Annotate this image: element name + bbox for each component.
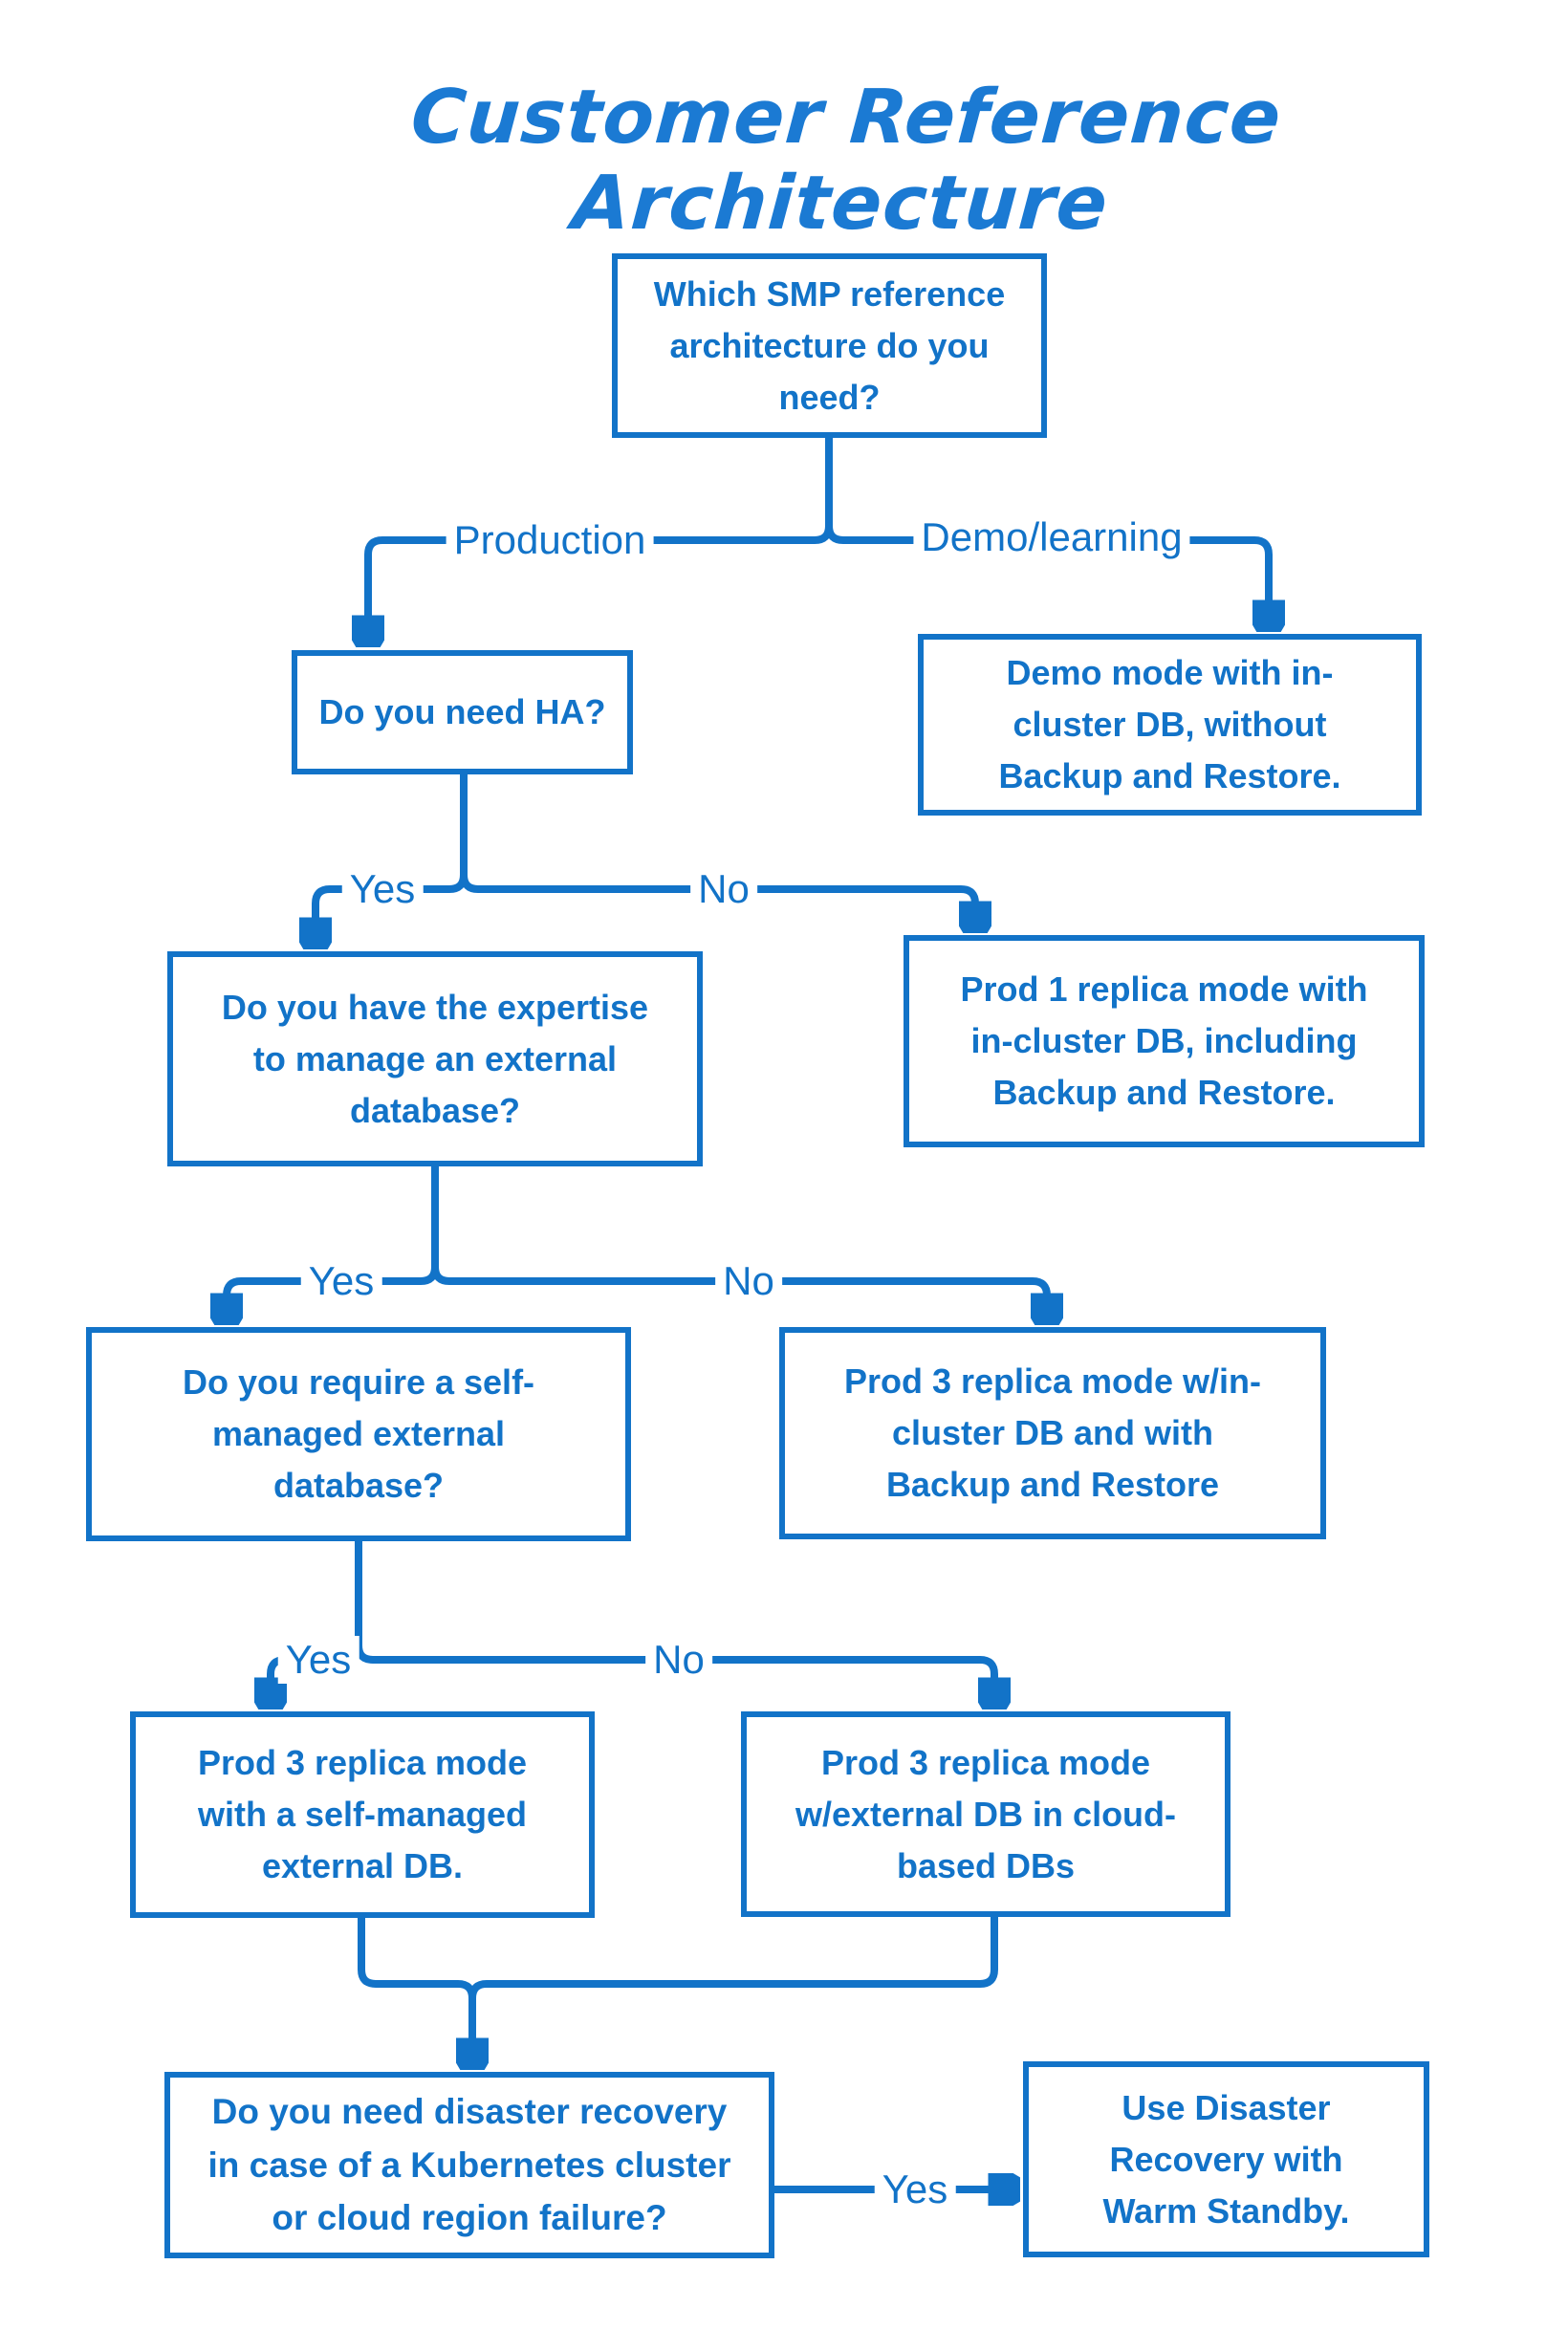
- decision-self-managed-db: Do you require a self- managed external …: [86, 1327, 631, 1541]
- edge-ha-no: [460, 871, 975, 928]
- decision-which-architecture: Which SMP reference architecture do you …: [612, 253, 1047, 438]
- result-prod-1-replica-incluster: Prod 1 replica mode with in-cluster DB, …: [904, 935, 1425, 1147]
- edge-label-dr-yes: Yes: [874, 2166, 956, 2213]
- edge-demo-learning: [825, 522, 1269, 627]
- decision-need-ha: Do you need HA?: [292, 650, 633, 774]
- edge-label-ha-yes: Yes: [341, 865, 424, 913]
- edge-ha-yes: [316, 771, 468, 945]
- edge-label-expertise-yes: Yes: [300, 1257, 382, 1305]
- edge-label-production: Production: [446, 516, 654, 564]
- result-demo-mode: Demo mode with in- cluster DB, without B…: [918, 634, 1422, 816]
- edge-label-demo-learning: Demo/learning: [913, 513, 1190, 561]
- edge-label-selfmanaged-no: No: [645, 1636, 712, 1684]
- decision-external-db-expertise: Do you have the expertise to manage an e…: [167, 951, 703, 1166]
- result-dr-warm-standby: Use Disaster Recovery with Warm Standby.: [1023, 2061, 1429, 2257]
- edge-selfmanaged-no: [355, 1642, 994, 1705]
- edge-expertise-no: [431, 1263, 1047, 1320]
- result-prod-3-replica-incluster: Prod 3 replica mode w/in- cluster DB and…: [779, 1327, 1326, 1539]
- edge-merge-right: [468, 1913, 998, 2002]
- result-prod-3-cloud-db: Prod 3 replica mode w/external DB in clo…: [741, 1711, 1230, 1917]
- edge-label-ha-no: No: [690, 865, 757, 913]
- edge-label-selfmanaged-yes: Yes: [277, 1636, 359, 1684]
- result-prod-3-self-managed: Prod 3 replica mode with a self-managed …: [130, 1711, 595, 1918]
- decision-disaster-recovery: Do you need disaster recovery in case of…: [164, 2072, 774, 2258]
- edge-label-expertise-no: No: [715, 1257, 782, 1305]
- edge-merge-left: [358, 1914, 472, 2065]
